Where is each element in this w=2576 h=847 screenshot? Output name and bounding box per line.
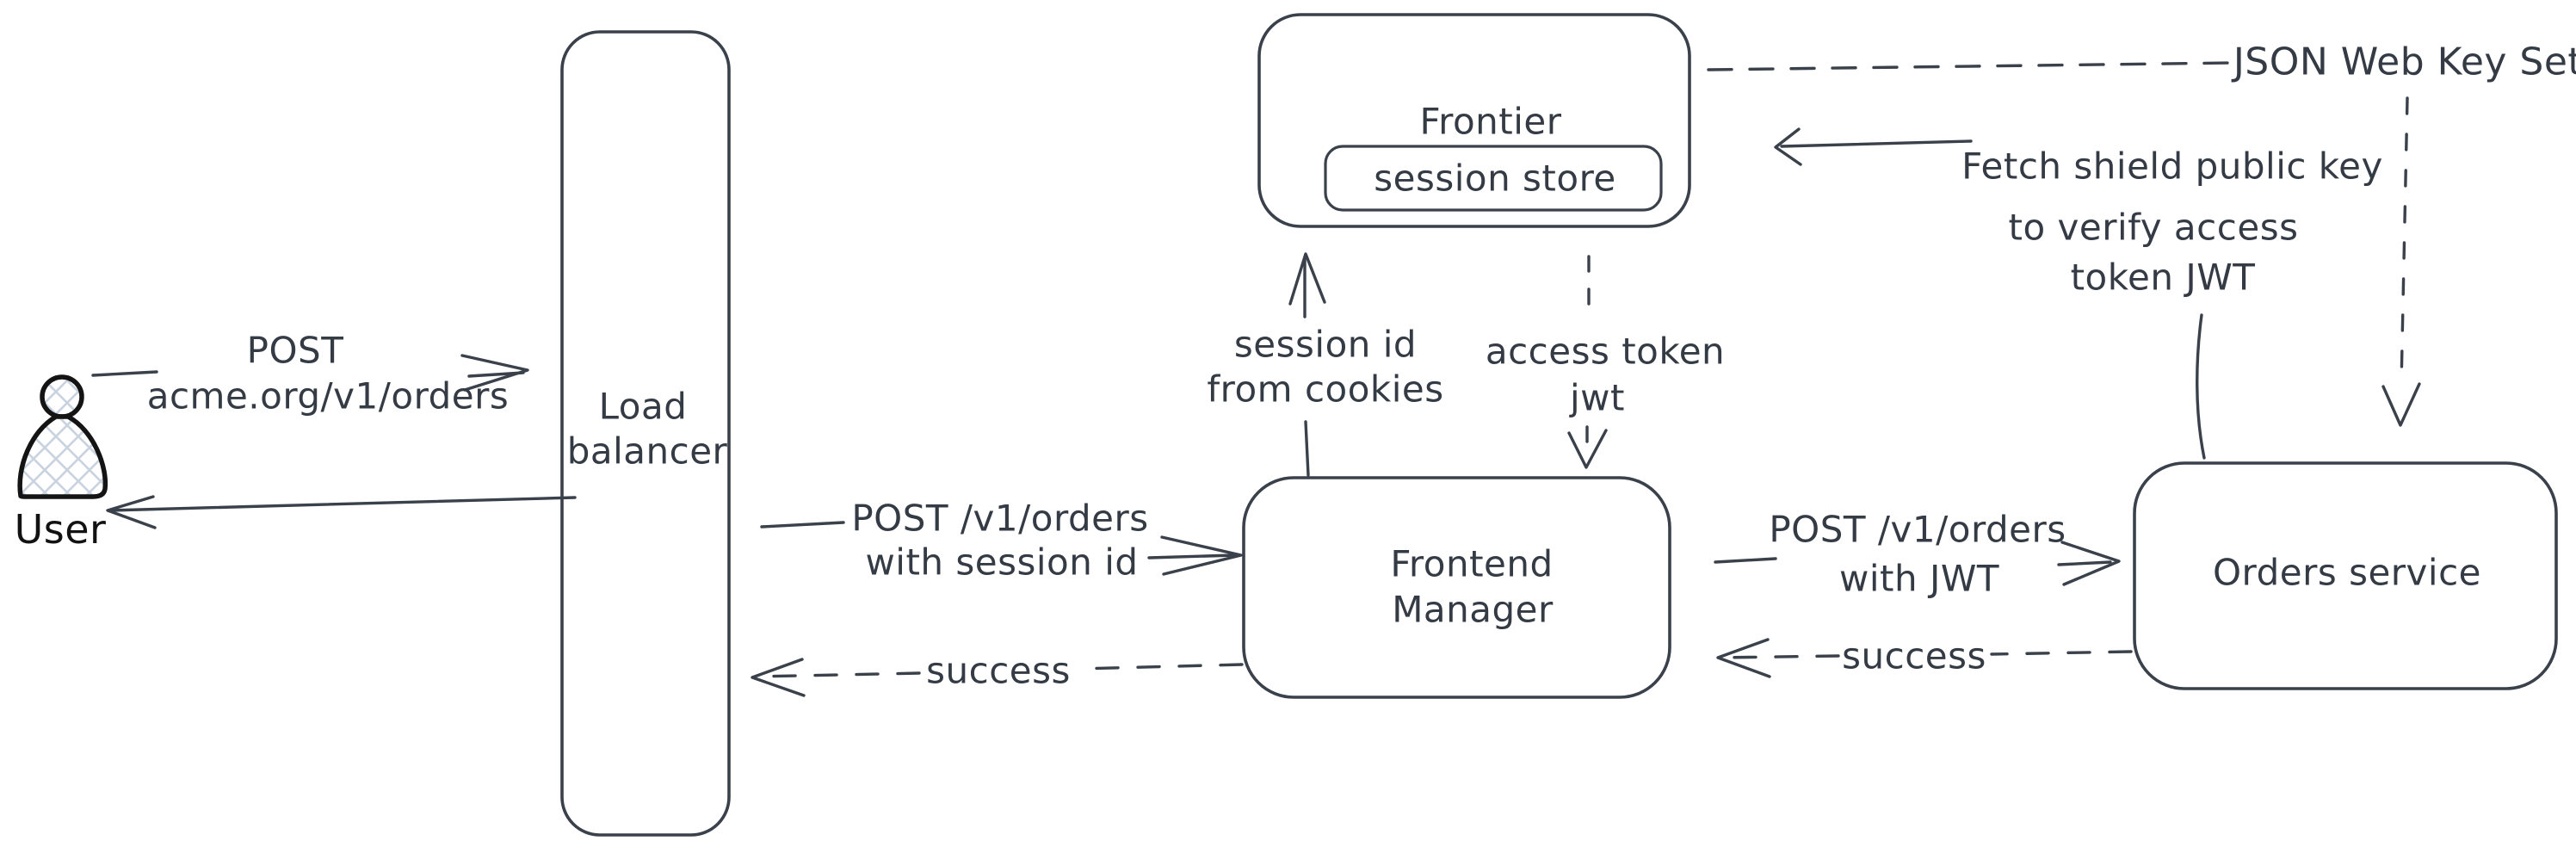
arrow-user-to-lb[interactable] xyxy=(93,355,528,390)
edge-frontier-fm-label-line2[interactable]: jwt xyxy=(1570,376,1625,419)
edge-fm-orders-label-line1[interactable]: POST /v1/orders xyxy=(1769,508,2066,551)
user-head xyxy=(42,377,82,417)
edge-lb-fm-label-line1[interactable]: POST /v1/orders xyxy=(851,497,1149,540)
arrow-jwks-to-orders[interactable] xyxy=(2383,98,2419,425)
edge-frontier-fm-label-line1[interactable]: access token xyxy=(1485,330,1726,373)
load-balancer-label-line2[interactable]: balancer xyxy=(566,430,728,473)
edge-fm-lb-success-label[interactable]: success xyxy=(926,649,1071,692)
orders-service-box[interactable] xyxy=(2134,463,2556,689)
edge-orders-fm-success-label[interactable]: success xyxy=(1842,634,1986,677)
arrow-orders-to-fm-success[interactable] xyxy=(1718,640,2131,677)
edge-user-lb-label-line2[interactable]: acme.org/v1/orders xyxy=(146,374,510,417)
frontier-box[interactable] xyxy=(1259,15,1690,226)
edge-fm-frontier-label-line2[interactable]: from cookies xyxy=(1207,368,1444,411)
frontend-manager-label-line1[interactable]: Frontend xyxy=(1390,542,1554,585)
arrow-lb-to-user[interactable] xyxy=(108,497,575,528)
frontend-manager-label-line2[interactable]: Manager xyxy=(1392,588,1554,631)
session-store-label[interactable]: session store xyxy=(1374,157,1616,200)
jwks-label[interactable]: JSON Web Key Set xyxy=(2233,40,2576,84)
load-balancer-label-line1[interactable]: Load xyxy=(598,385,688,428)
frontend-manager-box[interactable] xyxy=(1244,478,1670,697)
line-frontier-to-jwks[interactable] xyxy=(1708,63,2233,70)
arrow-fm-to-lb-success[interactable] xyxy=(752,659,1242,696)
user-body xyxy=(20,417,105,497)
edge-orders-frontier-label-line1[interactable]: Fetch shield public key xyxy=(1961,145,2383,188)
edge-lb-fm-label-line2[interactable]: with session id xyxy=(865,541,1139,584)
orders-service-label[interactable]: Orders service xyxy=(2212,551,2482,594)
frontier-label[interactable]: Frontier xyxy=(1419,100,1562,143)
load-balancer-box[interactable] xyxy=(562,32,729,835)
edge-fm-frontier-label-line1[interactable]: session id xyxy=(1233,323,1418,366)
arrow-frontier-to-fm[interactable] xyxy=(1569,257,1606,467)
user-icon[interactable] xyxy=(20,377,105,497)
session-store-box[interactable] xyxy=(1325,146,1661,210)
user-label[interactable]: User xyxy=(14,506,107,553)
edge-orders-frontier-label-line3[interactable]: token JWT xyxy=(2070,256,2256,299)
edge-orders-frontier-label-line2[interactable]: to verify access xyxy=(2008,206,2299,249)
edge-fm-orders-label-line2[interactable]: with JWT xyxy=(1838,557,2000,600)
arrow-fm-to-orders[interactable] xyxy=(1715,542,2119,584)
arrow-fm-to-frontier[interactable] xyxy=(1290,254,1325,475)
arrow-orders-to-frontier[interactable] xyxy=(1776,129,2204,458)
arrow-lb-to-fm[interactable] xyxy=(762,522,1241,574)
edge-user-lb-label-line1[interactable]: POST xyxy=(246,329,344,372)
